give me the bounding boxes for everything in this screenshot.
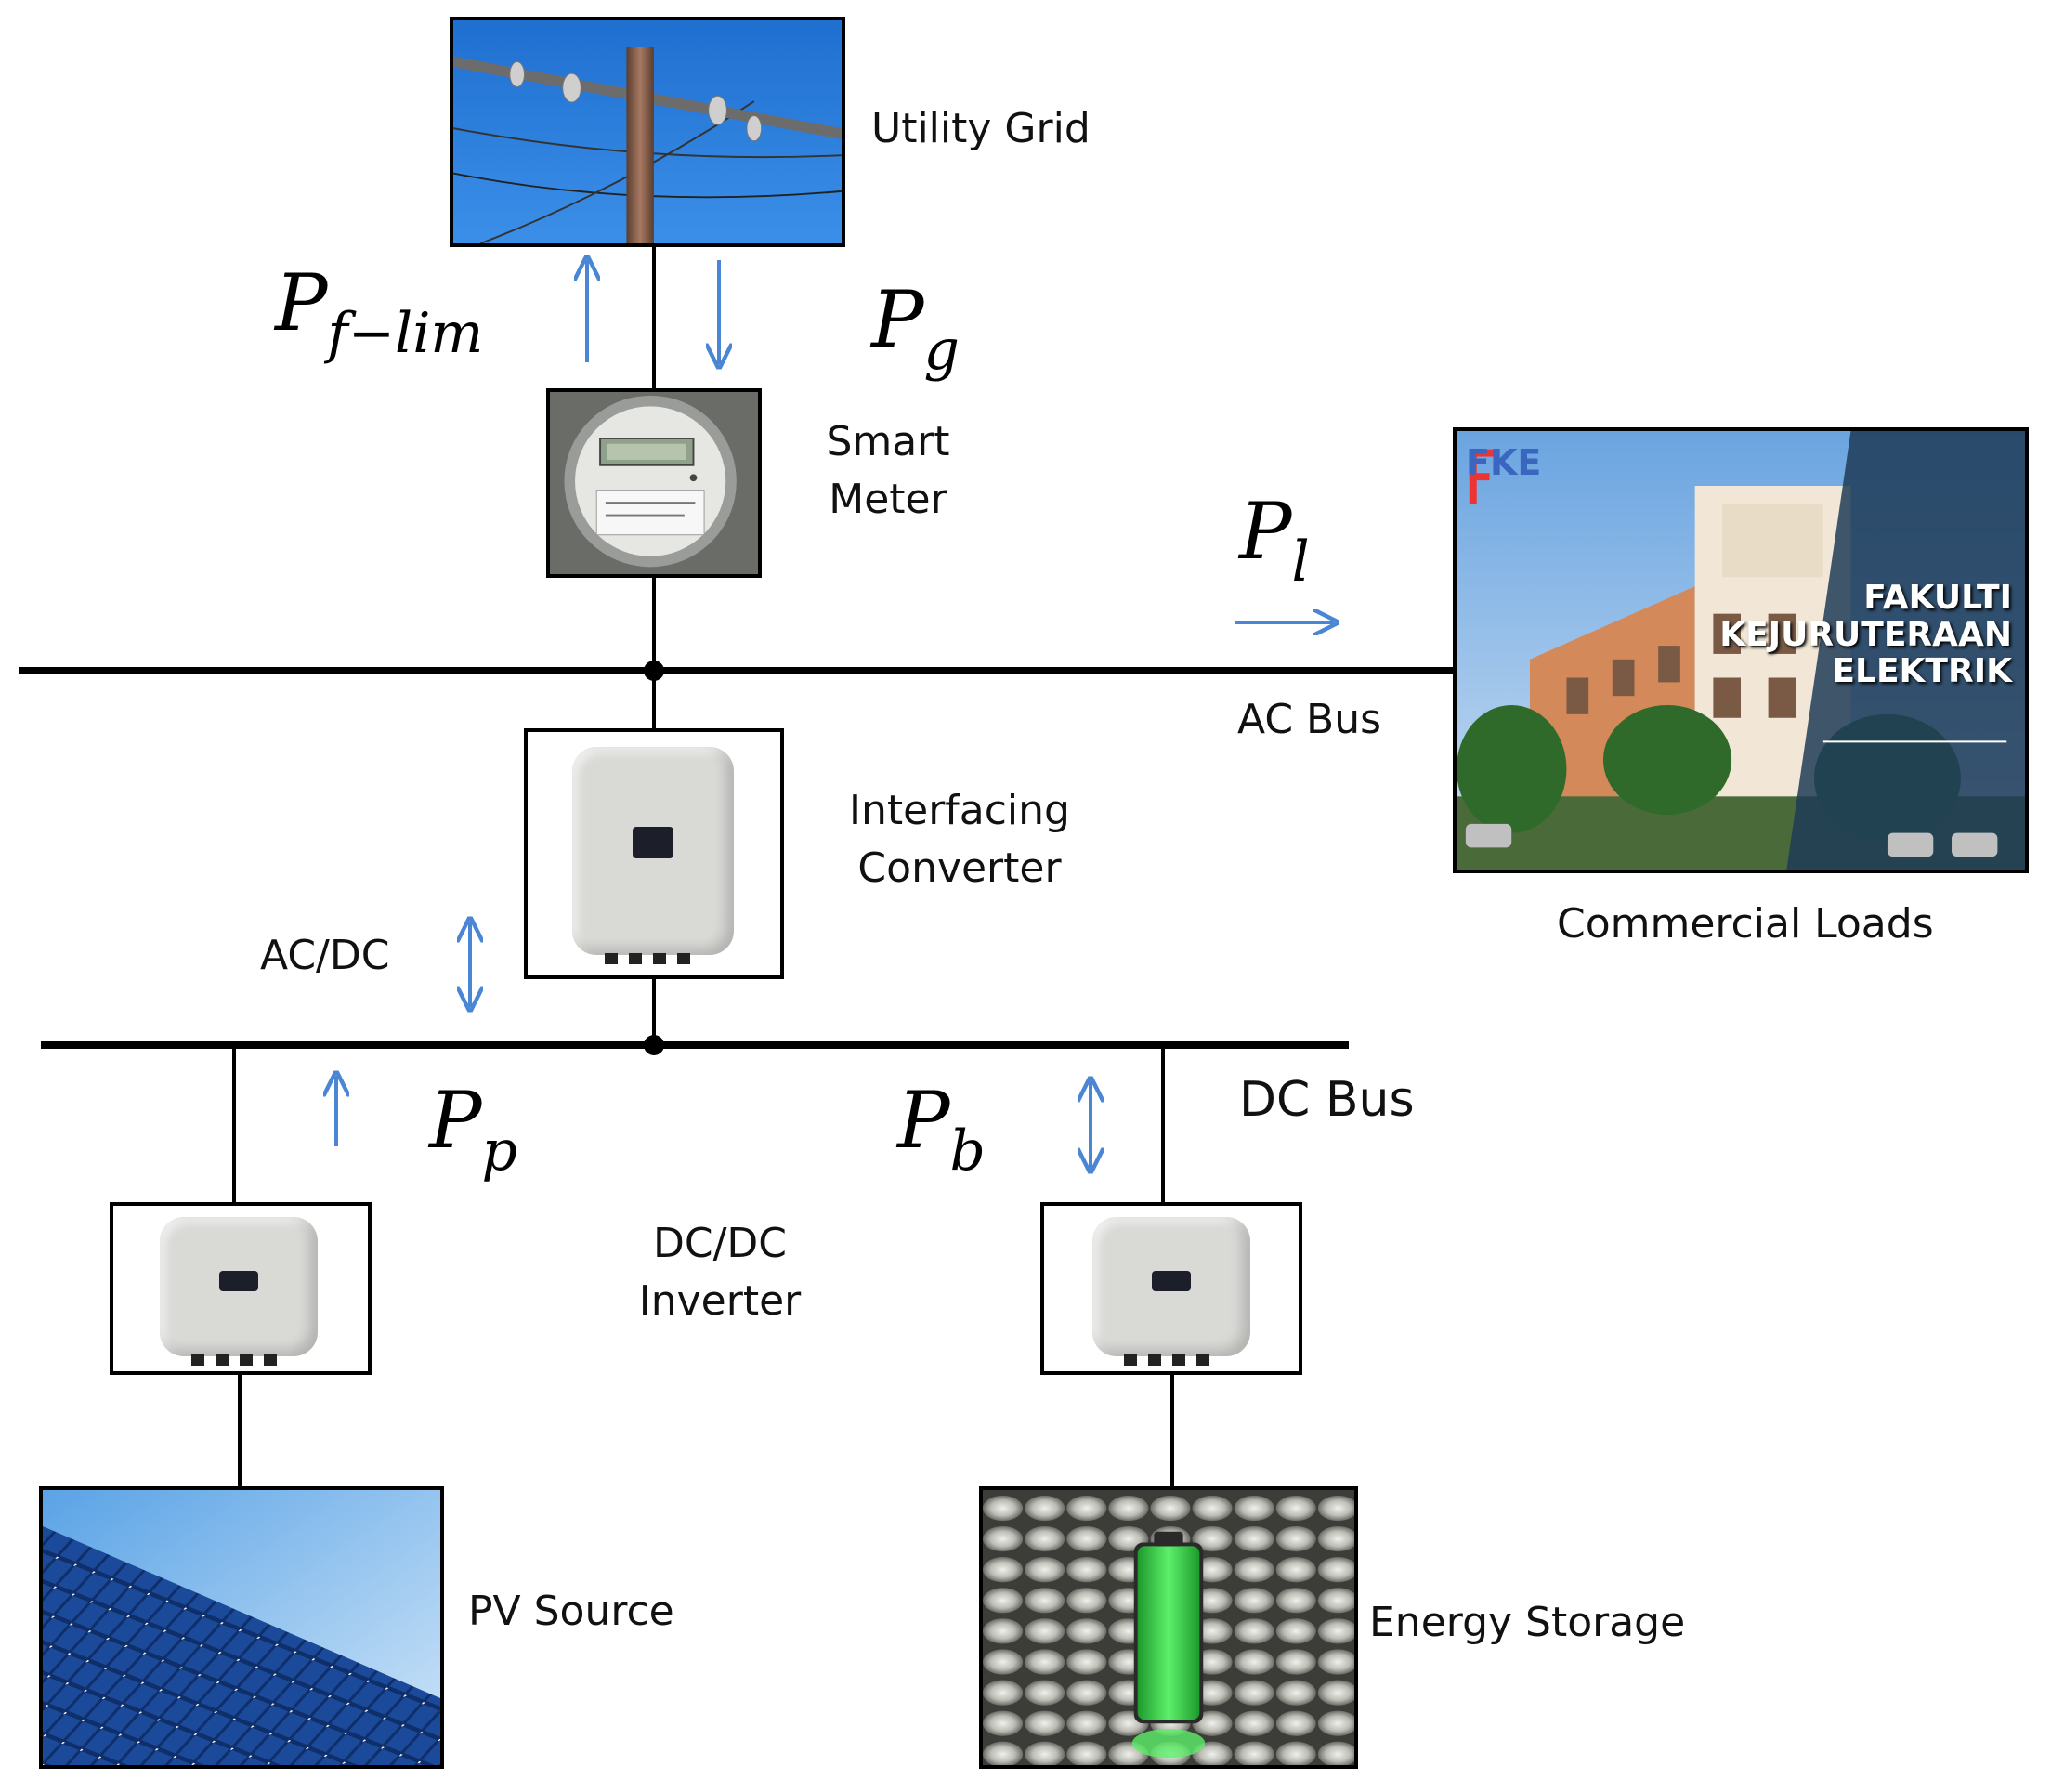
converter-display (633, 827, 673, 859)
interfacing-converter-image (524, 728, 784, 979)
pf-lim-symbol: Pf−lim (275, 264, 483, 361)
storage-dcdc-inverter-image (1040, 1202, 1302, 1375)
commercial-loads-image: FKE FAKULTI KEJURUTERAAN ELEKTRIK (1453, 427, 2029, 873)
pv-dcdc-inverter-image (110, 1202, 372, 1375)
pp-main: P (429, 1075, 482, 1166)
pg-main: P (871, 274, 924, 365)
dc-bus-node (644, 1035, 664, 1055)
smart-meter-label-line1: Smart (826, 418, 950, 465)
utility-grid-image (450, 17, 845, 247)
pl-main: P (1239, 486, 1292, 577)
pv-source-image (39, 1486, 444, 1769)
energy-storage-image (979, 1486, 1358, 1769)
energy-storage-label: Energy Storage (1369, 1599, 1686, 1646)
building-sign-line2: KEJURUTERAAN (1719, 615, 2012, 654)
dcdc-inverter-label: DC/DC Inverter (613, 1215, 827, 1329)
ac-dc-label: AC/DC (260, 932, 390, 979)
pb-symbol: Pb (897, 1081, 986, 1179)
building-sign-line1: FAKULTI (1863, 579, 2012, 617)
smart-meter-label: Smart Meter (814, 413, 962, 528)
smart-meter-label-line2: Meter (829, 475, 947, 523)
pg-symbol: Pg (871, 281, 960, 378)
building-sign-line3: ELEKTRIK (1832, 652, 2012, 691)
pp-symbol: Pp (429, 1081, 517, 1179)
pp-sub: p (481, 1118, 517, 1184)
utility-grid-label: Utility Grid (871, 105, 1091, 152)
dcdc-inverter-label-line2: Inverter (638, 1276, 802, 1325)
pf-lim-main: P (275, 257, 328, 348)
interfacing-converter-device (572, 747, 734, 964)
building-sign-text: FAKULTI KEJURUTERAAN ELEKTRIK (1719, 580, 2012, 690)
pl-symbol: Pl (1239, 492, 1310, 590)
interfacing-converter-label-line2: Converter (857, 844, 1062, 892)
building-logo-text: FKE (1466, 442, 1542, 483)
storage-inverter-device (1092, 1217, 1250, 1366)
pb-sub: b (949, 1118, 986, 1184)
interfacing-converter-label: Interfacing Converter (834, 782, 1085, 896)
dc-bus-label: DC Bus (1239, 1072, 1415, 1128)
ac-bus-label: AC Bus (1237, 696, 1382, 743)
smart-meter-image (546, 388, 762, 578)
interfacing-converter-label-line1: Interfacing (849, 787, 1070, 834)
dcdc-inverter-label-line1: DC/DC (652, 1220, 788, 1267)
pg-sub: g (923, 318, 960, 383)
ac-bus-node (644, 661, 664, 681)
pb-main: P (897, 1075, 950, 1166)
pl-sub: l (1291, 530, 1310, 595)
pf-lim-sub: f−lim (327, 301, 484, 366)
commercial-loads-label: Commercial Loads (1557, 900, 1934, 948)
pv-source-label: PV Source (468, 1588, 674, 1635)
pv-inverter-device (160, 1217, 318, 1366)
